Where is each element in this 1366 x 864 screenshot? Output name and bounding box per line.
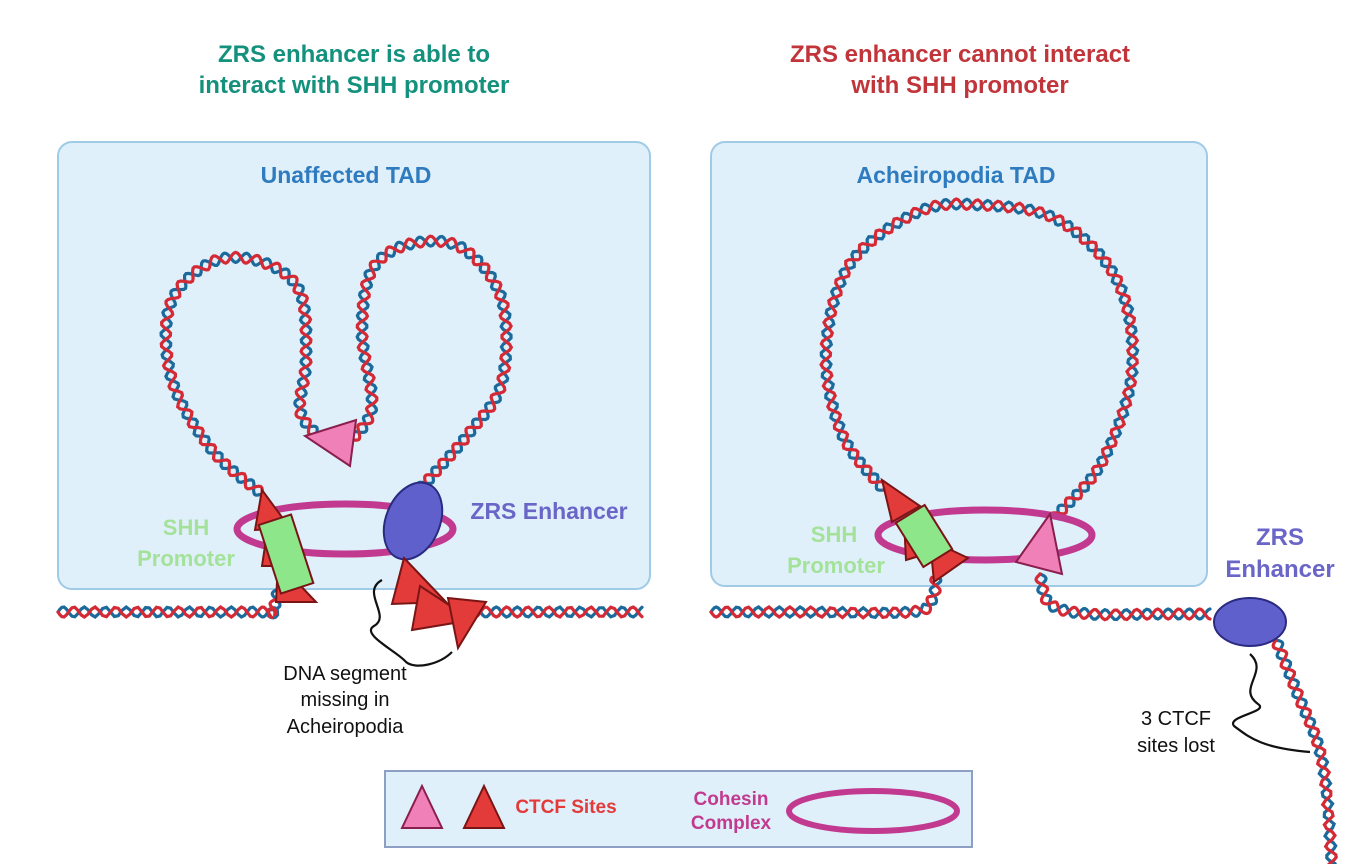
right-lost-sites-bracket bbox=[1232, 653, 1311, 754]
left-promoter-label-line2: Promoter bbox=[137, 546, 235, 571]
legend-cohesin-icon bbox=[786, 788, 960, 834]
unaffected-tad-label: Unaffected TAD bbox=[261, 162, 432, 188]
left-annotation-line2: missing in bbox=[301, 689, 390, 711]
right-heading-line1: ZRS enhancer cannot interact bbox=[790, 41, 1130, 68]
dna-strand-right-tail bbox=[1034, 572, 1338, 864]
dna-strand-right-baseline bbox=[709, 575, 943, 620]
acheiropodia-tad-box bbox=[710, 141, 1208, 587]
left-heading-line1: ZRS enhancer is able to bbox=[218, 41, 490, 68]
dna-strand-left-baseline bbox=[56, 588, 644, 620]
legend-red-ctcf-icon bbox=[462, 783, 506, 829]
right-annotation-line2: sites lost bbox=[1137, 735, 1215, 757]
legend-cohesin-label-line1: Cohesin bbox=[694, 789, 769, 810]
unaffected-tad-box bbox=[57, 141, 651, 590]
acheiropodia-tad-label: Acheiropodia TAD bbox=[857, 162, 1056, 188]
right-heading-line2: with SHH promoter bbox=[850, 72, 1068, 99]
right-enhancer-label-line1: ZRS bbox=[1256, 524, 1304, 551]
left-enhancer-label: ZRS Enhancer bbox=[470, 498, 627, 524]
left-zrs-enhancer bbox=[382, 481, 444, 561]
dna-strand-left-loop bbox=[159, 234, 514, 497]
right-zrs-enhancer bbox=[1213, 597, 1287, 647]
right-cohesin-ring bbox=[874, 506, 1096, 564]
left-pink-ctcf-site bbox=[302, 418, 358, 468]
left-annotation-line3: Acheiropodia bbox=[287, 716, 405, 738]
right-shh-promoter bbox=[894, 503, 954, 569]
right-pink-ctcf-site bbox=[1014, 511, 1064, 576]
right-promoter-label-line1: SHH bbox=[811, 522, 857, 547]
left-shh-promoter bbox=[257, 513, 315, 595]
legend-ctcf-label: CTCF Sites bbox=[515, 797, 616, 818]
right-annotation-line1: 3 CTCF bbox=[1141, 708, 1211, 730]
left-deletion-bracket bbox=[370, 579, 453, 667]
left-promoter-label-line1: SHH bbox=[163, 515, 209, 540]
legend-pink-ctcf-icon bbox=[400, 783, 444, 829]
left-deleted-ctcf-cluster bbox=[390, 556, 488, 651]
right-enhancer-label-line2: Enhancer bbox=[1225, 556, 1334, 583]
right-promoter-label-line2: Promoter bbox=[787, 553, 885, 578]
dna-strand-right-loop bbox=[819, 197, 1140, 521]
left-cohesin-ring bbox=[233, 500, 457, 558]
left-annotation-line1: DNA segment bbox=[283, 663, 407, 685]
legend-cohesin-label-line2: Complex bbox=[691, 813, 772, 834]
left-heading-line2: interact with SHH promoter bbox=[199, 72, 510, 99]
